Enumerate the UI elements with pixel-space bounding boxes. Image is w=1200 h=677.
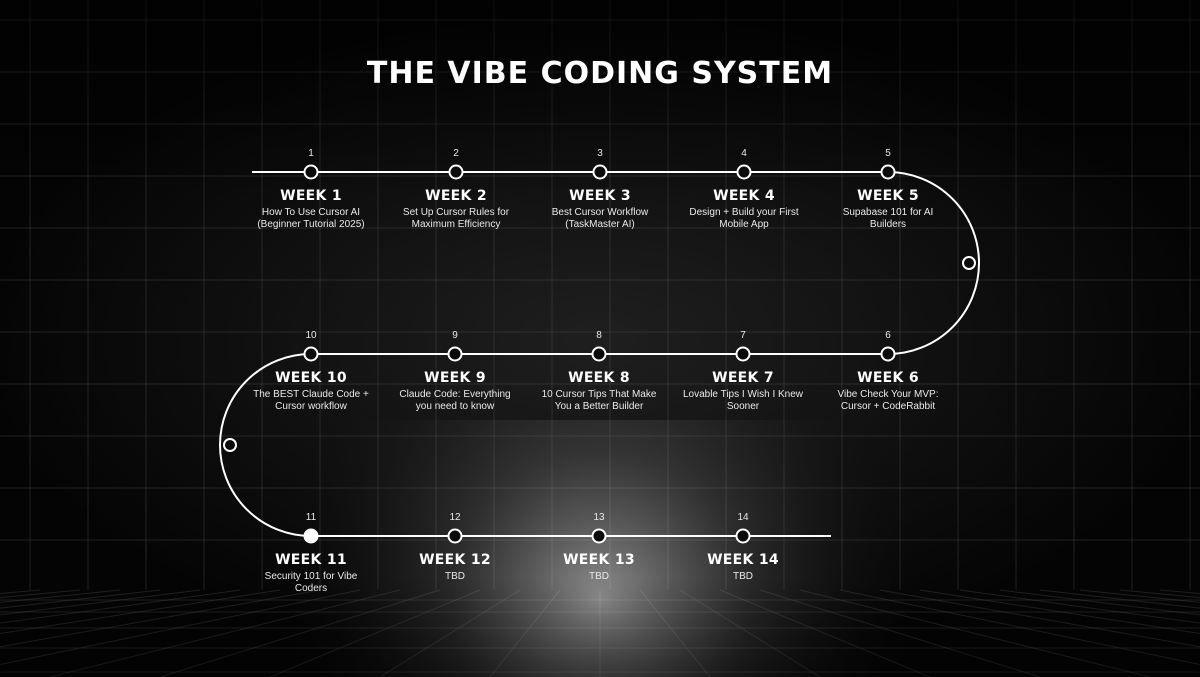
step-week-label: WEEK 9 <box>424 370 486 386</box>
step-7: 7 WEEK 7 Lovable Tips I Wish I Knew Soon… <box>663 330 823 413</box>
step-description: Vibe Check Your MVP: Cursor + CodeRabbit <box>837 389 939 412</box>
step-2: 2 WEEK 2 Set Up Cursor Rules for Maximum… <box>376 148 536 231</box>
step-13-circle <box>591 528 607 544</box>
step-14: 14 WEEK 14 TBD <box>663 512 823 583</box>
step-week-label: WEEK 1 <box>280 188 342 204</box>
step-week-label: WEEK 5 <box>857 188 919 204</box>
step-14-circle <box>735 528 751 544</box>
step-description: The BEST Claude Code + Cursor workflow <box>253 389 369 412</box>
step-number: 9 <box>452 330 458 341</box>
step-5-circle <box>880 164 896 180</box>
step-10: 10 WEEK 10 The BEST Claude Code + Cursor… <box>231 330 391 413</box>
curve-left-marker <box>223 438 237 452</box>
timeline-curve-left <box>219 353 312 537</box>
step-2-circle <box>448 164 464 180</box>
timeline-curve-right <box>887 171 980 355</box>
step-number: 7 <box>740 330 746 341</box>
step-6: 6 WEEK 6 Vibe Check Your MVP: Cursor + C… <box>808 330 968 413</box>
step-description: Design + Build your First Mobile App <box>689 207 799 230</box>
step-1-circle <box>303 164 319 180</box>
step-12: 12 WEEK 12 TBD <box>375 512 535 583</box>
step-week-label: WEEK 10 <box>275 370 347 386</box>
step-11-circle <box>303 528 319 544</box>
step-number: 8 <box>596 330 602 341</box>
step-description: Set Up Cursor Rules for Maximum Efficien… <box>402 207 510 230</box>
step-4-circle <box>736 164 752 180</box>
step-week-label: WEEK 2 <box>425 188 487 204</box>
step-description: Lovable Tips I Wish I Knew Sooner <box>682 389 804 412</box>
step-8: 8 WEEK 8 10 Cursor Tips That Make You a … <box>519 330 679 413</box>
step-8-circle <box>591 346 607 362</box>
step-description: TBD <box>445 571 465 582</box>
step-5: 5 WEEK 5 Supabase 101 for AI Builders <box>808 148 968 231</box>
step-description: Best Cursor Workflow (TaskMaster AI) <box>551 207 649 230</box>
step-description: 10 Cursor Tips That Make You a Better Bu… <box>541 389 657 412</box>
step-description: TBD <box>733 571 753 582</box>
curve-right-marker <box>962 256 976 270</box>
step-number: 6 <box>885 330 891 341</box>
step-week-label: WEEK 6 <box>857 370 919 386</box>
step-9-circle <box>447 346 463 362</box>
step-number: 1 <box>308 148 314 159</box>
step-week-label: WEEK 8 <box>568 370 630 386</box>
step-number: 12 <box>449 512 461 523</box>
step-number: 3 <box>597 148 603 159</box>
step-description: Security 101 for Vibe Coders <box>264 571 358 594</box>
step-11: 11 WEEK 11 Security 101 for Vibe Coders <box>231 512 391 595</box>
step-number: 2 <box>453 148 459 159</box>
step-number: 11 <box>305 512 317 523</box>
step-4: 4 WEEK 4 Design + Build your First Mobil… <box>664 148 824 231</box>
step-week-label: WEEK 13 <box>563 552 635 568</box>
step-week-label: WEEK 14 <box>707 552 779 568</box>
step-3-circle <box>592 164 608 180</box>
step-week-label: WEEK 12 <box>419 552 491 568</box>
step-10-circle <box>303 346 319 362</box>
step-description: Claude Code: Everything you need to know <box>399 389 511 412</box>
step-1: 1 WEEK 1 How To Use Cursor AI (Beginner … <box>231 148 391 231</box>
step-week-label: WEEK 3 <box>569 188 631 204</box>
step-12-circle <box>447 528 463 544</box>
step-number: 13 <box>593 512 605 523</box>
step-description: How To Use Cursor AI (Beginner Tutorial … <box>257 207 365 230</box>
step-number: 4 <box>741 148 747 159</box>
step-week-label: WEEK 7 <box>712 370 774 386</box>
step-number: 14 <box>737 512 749 523</box>
step-week-label: WEEK 4 <box>713 188 775 204</box>
step-3: 3 WEEK 3 Best Cursor Workflow (TaskMaste… <box>520 148 680 231</box>
step-6-circle <box>880 346 896 362</box>
step-7-circle <box>735 346 751 362</box>
step-description: TBD <box>589 571 609 582</box>
step-9: 9 WEEK 9 Claude Code: Everything you nee… <box>375 330 535 413</box>
step-13: 13 WEEK 13 TBD <box>519 512 679 583</box>
step-week-label: WEEK 11 <box>275 552 347 568</box>
step-number: 5 <box>885 148 891 159</box>
step-description: Supabase 101 for AI Builders <box>842 207 934 230</box>
step-number: 10 <box>305 330 317 341</box>
page-title: THE VIBE CODING SYSTEM <box>366 56 834 91</box>
